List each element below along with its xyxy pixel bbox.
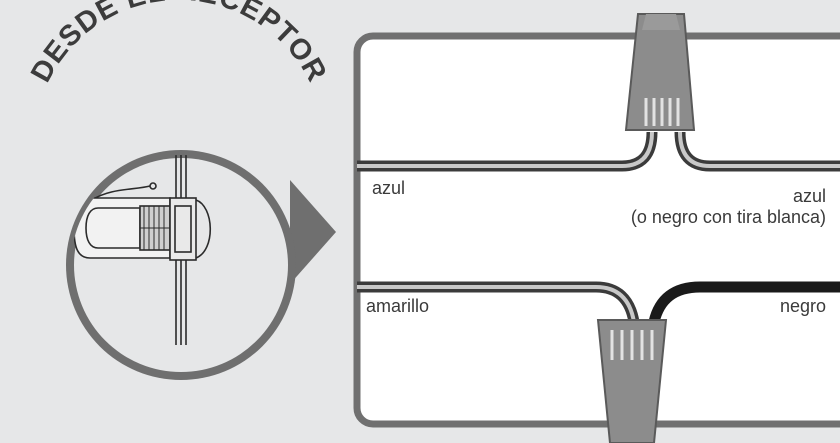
label-azul-right: azul — [792, 186, 826, 206]
receiver-device-icon — [73, 155, 212, 345]
wiring-panel — [353, 32, 840, 428]
label-azul-left: azul — [372, 178, 406, 198]
pointer-triangle-icon — [290, 180, 336, 284]
label-azul-right-note: (o negro con tira blanca) — [630, 207, 826, 227]
label-amarillo: amarillo — [366, 296, 430, 316]
top-wire-right — [674, 131, 840, 172]
wire-nut-icon — [624, 13, 696, 131]
wire-nut-icon — [596, 319, 668, 443]
receiver-heading: DESDE EL RECEPTOR — [25, 0, 333, 88]
label-negro: negro — [779, 296, 826, 316]
bottom-wire-left — [357, 281, 640, 324]
top-wire-left — [357, 131, 658, 172]
receiver-callout — [66, 150, 336, 380]
bottom-wire-right — [648, 281, 840, 324]
